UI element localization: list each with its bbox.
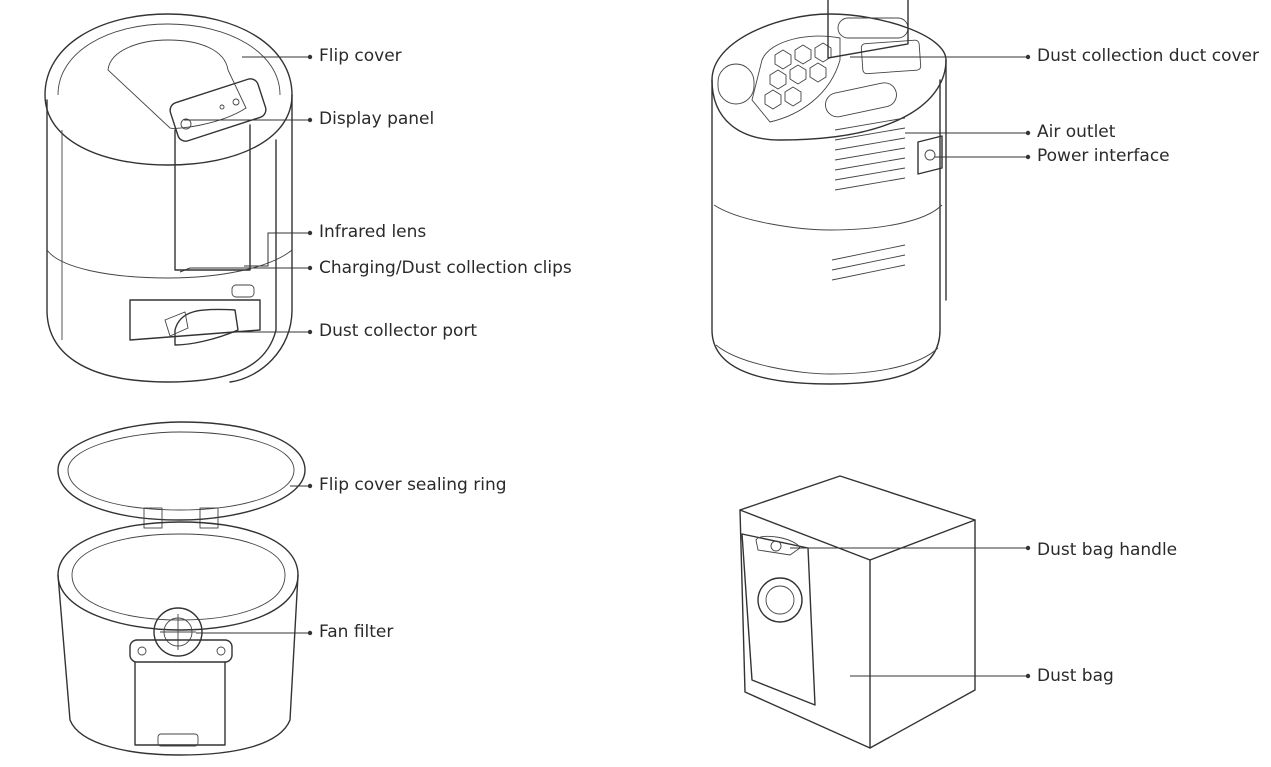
label-dust-collector-port: Dust collector port: [319, 321, 478, 341]
label-fan-filter: Fan filter: [319, 622, 394, 642]
front-view-station: [44, 13, 293, 383]
rear-view-station: [711, 0, 947, 385]
label-dust-bag: Dust bag: [1037, 666, 1114, 686]
label-display-panel: Display panel: [319, 109, 435, 129]
label-charging-clips: Charging/Dust collection clips: [319, 258, 572, 278]
label-duct-cover: Dust collection duct cover: [1037, 46, 1259, 66]
leader-lines: [179, 54, 1031, 679]
label-flip-cover: Flip cover: [319, 46, 402, 66]
label-infrared-lens: Infrared lens: [319, 222, 427, 242]
dust-bag-drawing: [739, 475, 976, 749]
label-air-outlet: Air outlet: [1037, 122, 1116, 142]
open-view-station: [57, 421, 306, 756]
label-power-interface: Power interface: [1037, 146, 1170, 166]
label-sealing-ring: Flip cover sealing ring: [319, 475, 507, 495]
label-dust-bag-handle: Dust bag handle: [1037, 540, 1178, 560]
